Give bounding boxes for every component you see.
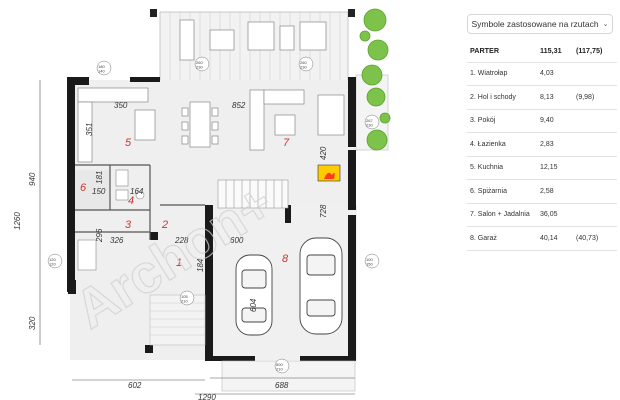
room-name: 6. Spiżarnia [470, 187, 507, 195]
dim-688: 688 [275, 381, 289, 390]
table-row: 2. Hol i schody 8,13 (9,98) [467, 86, 617, 110]
room-area: 2,83 [540, 140, 554, 148]
room-area-alt: (9,98) [576, 93, 595, 101]
chevron-down-icon: ⌄ [602, 21, 609, 28]
car-1 [235, 254, 273, 336]
table-row: 6. Spiżarnia 2,58 [467, 180, 617, 204]
dim-150: 150 [92, 187, 106, 196]
room-area-panel: Symbole zastosowane na rzutach ⌄ PARTER … [453, 0, 620, 400]
room-4: 4 [128, 195, 134, 207]
floor-plan: 1 2 3 4 5 6 7 8 350 852 351 420 181 150 … [13, 8, 391, 400]
room-area: 4,03 [540, 70, 554, 78]
room-area: 40,14 [540, 234, 558, 242]
room-name: 3. Pokój [470, 117, 496, 125]
dim-184: 184 [196, 258, 205, 272]
walls [67, 77, 356, 361]
table-row: 8. Garaż 40,14 (40,73) [467, 227, 617, 251]
dim-602: 602 [128, 381, 142, 390]
trees [359, 8, 391, 151]
room-name: 5. Kuchnia [470, 164, 504, 172]
floor-name: PARTER [470, 45, 500, 55]
table-header-row: PARTER 115,31 (117,75) [467, 39, 617, 63]
room-name: 2. Hol i schody [470, 93, 516, 101]
dim-228: 228 [174, 236, 189, 245]
room-name: 1. Wiatrołap [470, 70, 508, 78]
symbols-button-label: Symbole zastosowane na rzutach [471, 19, 599, 29]
dim-181: 181 [95, 171, 104, 184]
dim-326: 326 [110, 236, 124, 245]
table-row: 4. Łazienka 2,83 [467, 133, 617, 157]
dim-296: 296 [95, 228, 104, 243]
dim-351: 351 [85, 123, 94, 136]
table-row: 5. Kuchnia 12,15 [467, 157, 617, 180]
room-area-alt: (40,73) [576, 234, 599, 242]
room-area: 9,40 [540, 117, 554, 125]
room-area: 36,05 [540, 211, 558, 219]
room-7: 7 [283, 137, 290, 149]
room-name: 4. Łazienka [470, 140, 506, 148]
sofa [249, 89, 345, 151]
room-area: 2,58 [540, 187, 554, 195]
dim-852: 852 [232, 101, 246, 110]
dim-1290: 1290 [198, 393, 216, 400]
floor-area: 115,31 [540, 45, 562, 55]
dim-164: 164 [130, 187, 144, 196]
room-8: 8 [282, 253, 289, 265]
room-1: 1 [176, 257, 182, 269]
room-6: 6 [80, 182, 87, 194]
table-row: 7. Salon + Jadalnia 36,05 [467, 204, 617, 227]
dim-600: 600 [230, 236, 244, 245]
room-2: 2 [161, 219, 168, 231]
dim-940: 940 [28, 172, 37, 186]
dim-420: 420 [319, 146, 328, 160]
room-area: 8,13 [540, 93, 554, 101]
room-name: 8. Garaż [470, 234, 497, 242]
table-row: 1. Wiatrołap 4,03 [467, 63, 617, 86]
room-name: 7. Salon + Jadalnia [470, 211, 530, 219]
dim-728: 728 [319, 204, 328, 218]
dining-table [181, 101, 219, 148]
dim-604: 604 [249, 298, 258, 312]
room-area: 12,15 [540, 164, 558, 172]
symbols-dropdown-button[interactable]: Symbole zastosowane na rzutach ⌄ [467, 14, 613, 34]
floor-area-alt: (117,75) [576, 45, 603, 55]
room-table: PARTER 115,31 (117,75) 1. Wiatrołap 4,03… [467, 39, 617, 251]
room-5: 5 [125, 137, 132, 149]
stairs [217, 179, 289, 209]
kitchen-counter [77, 87, 156, 163]
room-3: 3 [125, 219, 132, 231]
table-row: 3. Pokój 9,40 [467, 110, 617, 133]
terrace-furniture [179, 19, 327, 61]
dim-1260: 1260 [13, 212, 22, 230]
car-2 [299, 237, 343, 335]
dim-320: 320 [28, 316, 37, 330]
dim-350: 350 [114, 101, 128, 110]
